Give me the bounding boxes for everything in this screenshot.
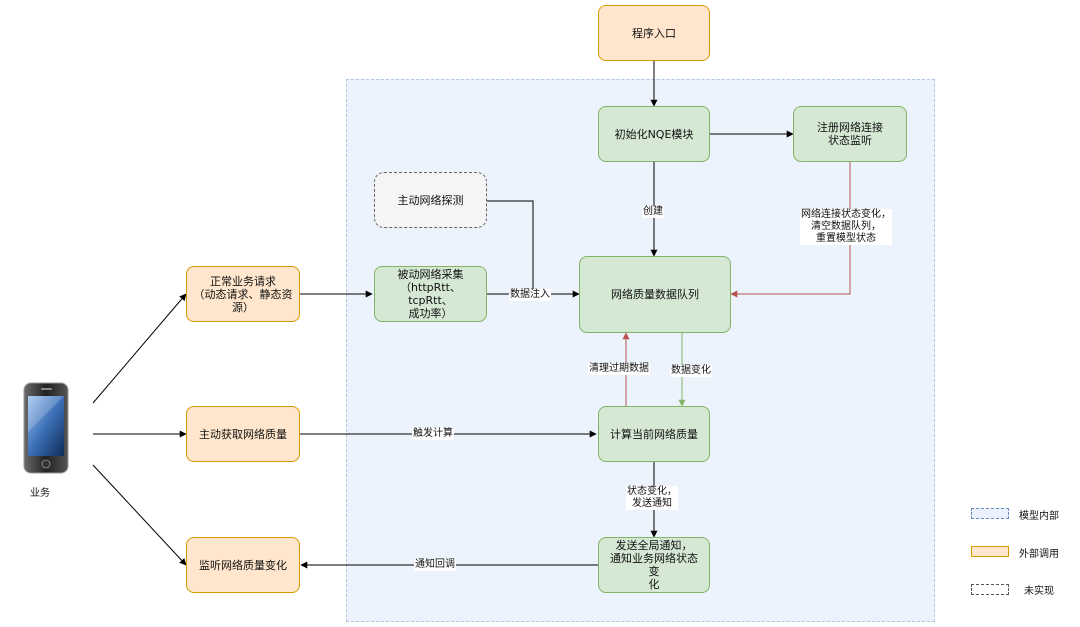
label-notify-callback: 通知回调 — [414, 559, 456, 571]
entry-node: 程序入口 — [598, 5, 710, 61]
legend-label-region: 模型内部 — [1019, 511, 1059, 522]
actor-label: 业务 — [30, 488, 50, 499]
label-trigger-compute: 触发计算 — [412, 428, 454, 440]
listen-change-node: 监听网络质量变化 — [186, 537, 300, 593]
edge-actor-listen — [92, 464, 187, 566]
passive-collect-node: 被动网络采集 （httpRtt、tcpRtt、 成功率） — [374, 266, 487, 322]
legend-swatch-orange — [971, 546, 1009, 557]
legend-swatch-dashed — [971, 584, 1009, 595]
label-state-change-reset: 网络连接状态变化， 清空数据队列， 重置模型状态 — [800, 209, 892, 245]
normal-request-node: 正常业务请求 （动态请求、静态资 源） — [186, 266, 300, 322]
legend-swatch-region — [971, 508, 1009, 519]
label-state-change-notify: 状态变化， 发送通知 — [626, 486, 678, 510]
legend-label-dashed: 未实现 — [1024, 586, 1054, 597]
quality-queue-node: 网络质量数据队列 — [579, 256, 731, 333]
label-create: 创建 — [642, 206, 664, 218]
active-probe-node: 主动网络探测 — [374, 172, 487, 228]
register-listener-node: 注册网络连接 状态监听 — [793, 106, 907, 162]
label-data-inject: 数据注入 — [509, 289, 551, 301]
legend-label-orange: 外部调用 — [1019, 549, 1059, 560]
init-nqe-node: 初始化NQE模块 — [598, 106, 710, 162]
label-data-change: 数据变化 — [670, 365, 712, 377]
label-clean-expired: 清理过期数据 — [588, 363, 650, 375]
edge-actor-request — [92, 293, 187, 404]
smartphone-icon — [22, 382, 72, 474]
active-fetch-node: 主动获取网络质量 — [186, 406, 300, 462]
global-notify-node: 发送全局通知， 通知业务网络状态变 化 — [598, 537, 710, 593]
compute-quality-node: 计算当前网络质量 — [598, 406, 710, 462]
